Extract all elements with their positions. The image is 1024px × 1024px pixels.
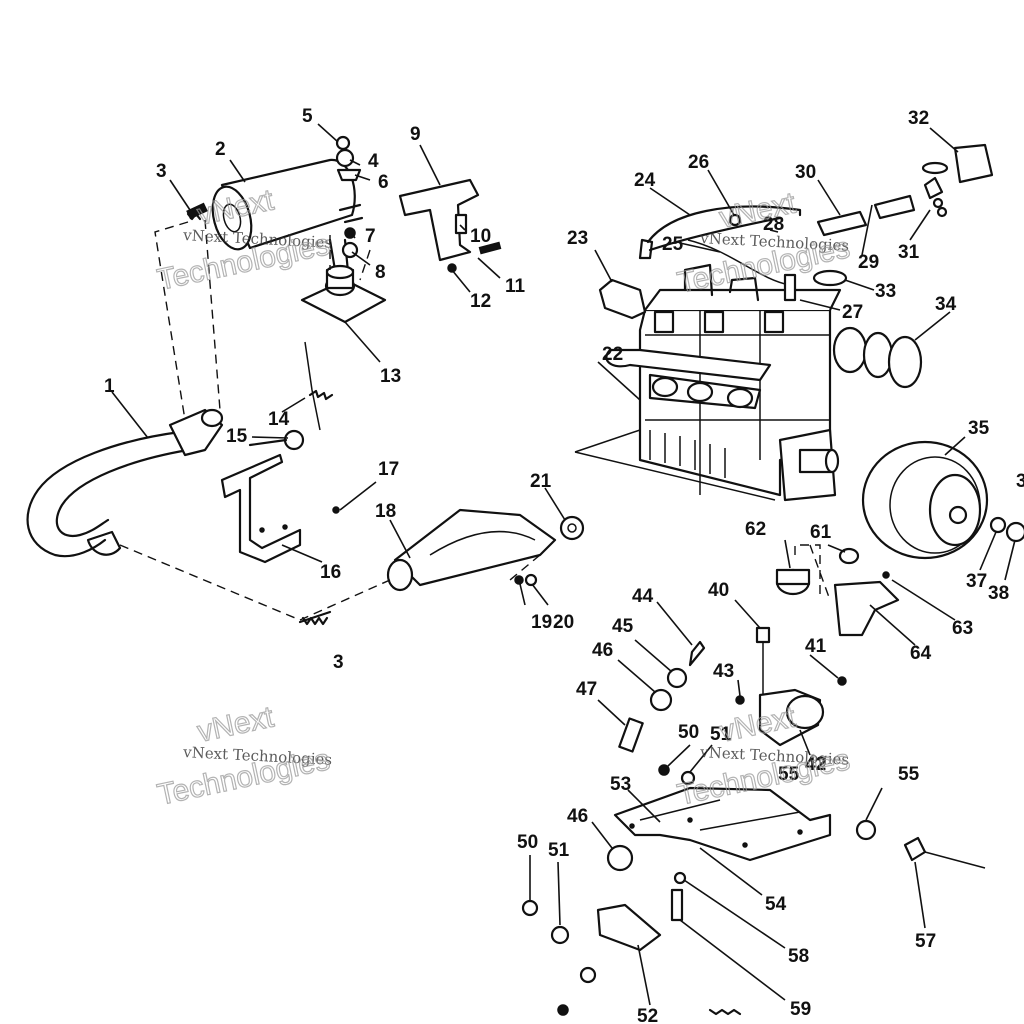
muffler-part <box>211 158 364 274</box>
carburetor-and-wiring-group <box>598 143 994 389</box>
callout-33: 33 <box>875 281 896 302</box>
callout-36: 3 <box>1016 471 1024 492</box>
callout-42: 42 <box>805 754 826 775</box>
callout-59: 59 <box>790 999 811 1020</box>
callout-27: 27 <box>842 302 863 323</box>
callout-21: 21 <box>530 471 552 492</box>
callout-31: 31 <box>898 242 920 263</box>
callout-20: 20 <box>553 612 574 633</box>
callout-45: 45 <box>612 616 634 637</box>
callout-17: 17 <box>378 459 399 480</box>
callout-57: 57 <box>915 931 936 952</box>
callout-64: 64 <box>910 643 932 664</box>
callout-3a: 3 <box>156 161 167 182</box>
callout-7: 7 <box>365 226 376 247</box>
callout-61: 61 <box>810 522 832 543</box>
callout-9: 9 <box>410 124 421 145</box>
engine-block-part <box>574 263 842 502</box>
callout-38: 38 <box>988 583 1009 604</box>
callout-55a: 55 <box>778 764 800 785</box>
callout-53: 53 <box>610 774 631 795</box>
callout-32: 32 <box>908 108 929 129</box>
callout-18: 18 <box>375 501 396 522</box>
spring-and-bracket-group <box>220 341 334 564</box>
callout-30: 30 <box>795 162 816 183</box>
callout-50b: 50 <box>517 832 538 853</box>
callout-6: 6 <box>378 172 389 193</box>
callout-15: 15 <box>226 426 248 447</box>
callout-11: 11 <box>505 276 526 297</box>
callout-46b: 46 <box>567 806 588 827</box>
watermark-3: vNext vNext Technologies Technologies <box>154 700 333 813</box>
callout-46a: 46 <box>592 640 613 661</box>
callout-62: 62 <box>745 519 766 540</box>
callout-25: 25 <box>662 234 684 255</box>
callout-10: 10 <box>470 226 491 247</box>
callout-41: 41 <box>805 636 827 657</box>
callout-40: 40 <box>708 580 729 601</box>
callout-2: 2 <box>215 139 226 160</box>
callout-26: 26 <box>688 152 709 173</box>
callout-8: 8 <box>375 262 386 283</box>
callout-16: 16 <box>320 562 341 583</box>
callout-leader-lines <box>111 123 1016 1006</box>
callout-58: 58 <box>788 946 809 967</box>
callout-4: 4 <box>368 151 379 172</box>
callout-28: 28 <box>763 214 784 235</box>
svg-text:vNext: vNext <box>195 700 278 748</box>
callout-labels: 1 2 3 3 4 5 6 7 8 9 10 11 12 13 14 15 16… <box>104 106 1024 1024</box>
callout-35: 35 <box>968 418 990 439</box>
callout-12: 12 <box>470 291 491 312</box>
callout-19: 19 <box>531 612 552 633</box>
silencer-part <box>186 212 585 626</box>
callout-37: 37 <box>966 571 987 592</box>
callout-63: 63 <box>952 618 973 639</box>
callout-55b: 55 <box>898 764 920 785</box>
clutch-part <box>861 440 1024 560</box>
svg-text:vNext: vNext <box>717 186 800 234</box>
callout-3b: 3 <box>333 652 344 673</box>
hardware-top-group <box>186 135 502 273</box>
callout-47: 47 <box>576 679 597 700</box>
muffler-bracket-plate <box>300 264 387 324</box>
callout-1: 1 <box>104 376 115 397</box>
callout-54: 54 <box>765 894 787 915</box>
callout-14: 14 <box>268 409 290 430</box>
callout-51a: 51 <box>710 724 732 745</box>
engine-mount-group <box>521 547 986 1016</box>
callout-52: 52 <box>637 1006 658 1024</box>
callout-24: 24 <box>634 170 656 191</box>
callout-23: 23 <box>567 228 588 249</box>
callout-22: 22 <box>602 344 623 365</box>
assembly-guide-lines <box>119 219 831 621</box>
exhaust-pipe-part <box>26 408 224 558</box>
callout-29: 29 <box>858 252 879 273</box>
callout-50a: 50 <box>678 722 699 743</box>
callout-5: 5 <box>302 106 313 127</box>
callout-51b: 51 <box>548 840 570 861</box>
callout-13: 13 <box>380 366 401 387</box>
callout-44: 44 <box>632 586 654 607</box>
callout-34: 34 <box>935 294 957 315</box>
callout-43: 43 <box>713 661 734 682</box>
